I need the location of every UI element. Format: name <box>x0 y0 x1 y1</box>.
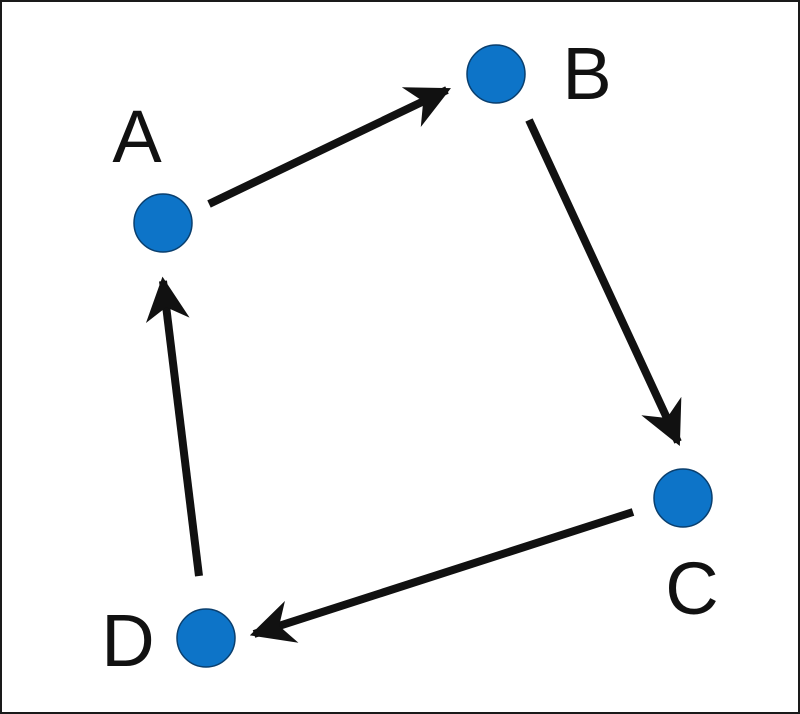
node-a-label: A <box>112 95 162 178</box>
node-c-label: C <box>665 547 718 630</box>
arrow-a-to-b <box>207 86 451 208</box>
arrow-b-to-c <box>525 118 682 446</box>
node-b-label: B <box>562 32 611 115</box>
node-a <box>133 193 193 253</box>
arrow-d-to-a <box>145 276 203 577</box>
edges <box>145 86 682 643</box>
node-b <box>466 44 526 104</box>
node-c <box>653 468 713 528</box>
nodes <box>133 44 713 668</box>
labels: A B C D <box>101 32 718 682</box>
arrow-c-to-d <box>249 508 635 643</box>
node-d <box>176 608 236 668</box>
node-d-label: D <box>101 599 154 682</box>
